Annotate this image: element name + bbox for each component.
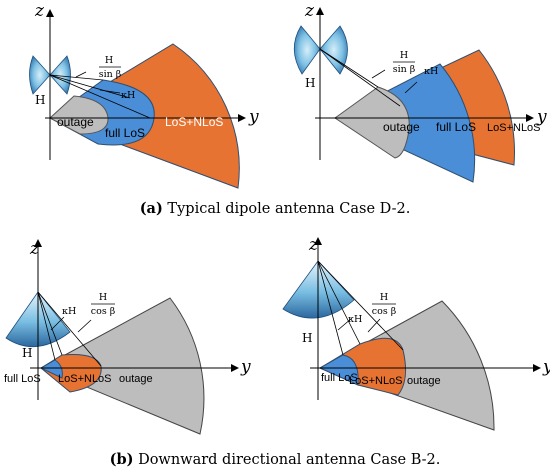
panel-a-left: z y H H sin β κH outage full LoS LoS+NLo… — [29, 1, 259, 189]
caption-a: (a) Typical dipole antenna Case D-2. — [0, 200, 550, 217]
dipole-lobe-left — [29, 55, 51, 95]
y-axis-label: y — [248, 107, 259, 127]
ray-outer — [37, 291, 63, 356]
ray-upper — [319, 48, 379, 88]
dipole-lobe-left — [293, 25, 321, 75]
height-label: H — [35, 93, 45, 107]
los-nlos-region — [318, 337, 407, 396]
kappa-label: κH — [62, 306, 76, 317]
panel-b-left: z y H H cos β κH full LoS LoS+NLoS outag… — [4, 239, 251, 435]
caption-a-letter: (a) — [139, 200, 163, 217]
y-axis-label: y — [536, 107, 547, 127]
panel-b-right: z y H H cos β κH full LoS LoS+NLoS outag… — [282, 235, 550, 431]
frac-denominator: cos β — [91, 306, 116, 317]
z-axis-label: z — [29, 239, 40, 259]
los-nlos-label: LoS+NLoS — [487, 122, 541, 134]
outage-label: outage — [119, 373, 153, 385]
kappa-label: κH — [121, 90, 135, 101]
outage-region — [334, 86, 410, 159]
outage-label: outage — [383, 120, 420, 134]
ray-far — [317, 260, 404, 351]
kappa-label: κH — [348, 314, 362, 325]
dipole-lobe-right — [49, 55, 71, 95]
kappa-pointer — [404, 81, 418, 94]
frac-pointer — [77, 319, 92, 333]
ray-lower — [49, 74, 131, 99]
frac-pointer — [75, 71, 87, 78]
y-axis-label: y — [542, 357, 550, 377]
kappa-pointer — [50, 316, 65, 331]
frac-pointer — [371, 69, 386, 79]
frac-denominator: sin β — [99, 69, 122, 80]
ray-lower — [319, 48, 401, 107]
frac-numerator: H — [105, 55, 113, 66]
outage-label: outage — [407, 375, 441, 387]
ray-far — [37, 291, 102, 367]
los-nlos-label: LoS+NLoS — [58, 373, 112, 385]
caption-b: (b) Downward directional antenna Case B-… — [0, 451, 550, 468]
full-los-label: full LoS — [321, 372, 358, 384]
ray-ground — [49, 74, 151, 119]
outage-region — [39, 297, 205, 435]
caption-b-text: Downward directional antenna Case B-2. — [133, 452, 441, 468]
frac-denominator: sin β — [393, 64, 416, 75]
z-axis-label: z — [304, 1, 315, 21]
panel-a-right: z y H H sin β κH outage full LoS LoS+NLo… — [293, 1, 547, 183]
kappa-pointer — [99, 89, 121, 94]
y-axis-label: y — [240, 357, 251, 377]
full-los-label: full LoS — [436, 120, 476, 134]
height-label: H — [22, 346, 32, 360]
los-nlos-label: LoS+NLoS — [349, 375, 403, 387]
frac-numerator: H — [99, 292, 107, 303]
kappa-label: κH — [424, 66, 438, 77]
caption-b-letter: (b) — [109, 451, 134, 468]
outage-region — [318, 300, 495, 431]
frac-denominator: cos β — [372, 306, 397, 317]
ray-inner — [37, 291, 56, 361]
frac-numerator: H — [400, 50, 408, 61]
ray-inner — [317, 260, 361, 345]
dipole-lobe-right — [319, 25, 348, 75]
frac-pointer — [367, 318, 381, 333]
z-axis-label: z — [34, 1, 45, 21]
full-los-region — [318, 354, 359, 386]
ray-outer — [317, 260, 344, 356]
caption-a-text: Typical dipole antenna Case D-2. — [162, 201, 411, 217]
z-axis-label: z — [308, 235, 319, 255]
frac-numerator: H — [380, 292, 388, 303]
kappa-pointer — [337, 317, 353, 331]
full-los-label: full LoS — [105, 126, 145, 140]
ray-upper — [49, 74, 104, 81]
height-label: H — [302, 331, 312, 345]
full-los-label: full LoS — [4, 373, 41, 385]
outage-label: outage — [57, 115, 94, 129]
height-label: H — [305, 76, 315, 90]
los-nlos-label: LoS+NLoS — [165, 115, 223, 129]
